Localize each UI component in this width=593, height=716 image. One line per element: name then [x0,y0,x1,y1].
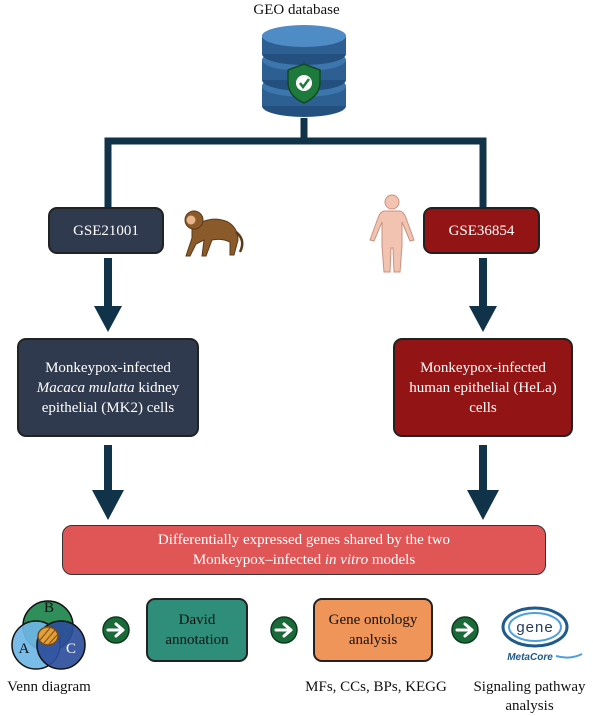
down-arrow [467,445,499,520]
gene-ontology-line1: Gene ontology [328,612,418,628]
down-arrow [92,445,124,520]
macaque-model-line2-rest: kidney [134,379,180,396]
venn-diagram-icon [11,600,86,670]
human-model-box: Monkeypox-infected human epithelial (HeL… [393,338,573,437]
down-arrow [94,258,122,332]
signaling-pathway-caption: Signaling pathway analysis [466,678,593,716]
dataset-gse21001-label: GSE21001 [73,222,139,239]
david-annotation-box: David annotation [146,598,248,662]
step-arrow-icon [451,616,479,644]
down-arrow [469,258,497,332]
macaque-model-line3: epithelial (MK2) cells [41,399,175,416]
shared-degs-line1: Differentially expressed genes shared by… [157,532,451,548]
dataset-gse36854-label: GSE36854 [448,222,515,239]
shared-degs-box: Differentially expressed genes shared by… [62,525,546,575]
shared-degs-line2-end: models [368,552,416,568]
shared-degs-line2: Monkeypox–infected in vitro models [158,550,450,570]
signaling-pathway-line1: Signaling pathway [473,679,586,695]
step-arrow-icon [270,616,298,644]
human-body-icon [369,194,415,273]
venn-label-b: B [43,600,54,616]
macaque-model-box: Monkeypox-infected Macaca mulatta kidney… [17,338,199,437]
shared-degs-in-vitro: in vitro [324,552,369,568]
metacore-logo-text: gene [516,619,553,636]
venn-label-c: C [65,641,76,657]
human-model-line1: Monkeypox-infected [420,359,546,376]
venn-diagram-caption: Venn diagram [7,679,91,695]
dataset-gse36854-box: GSE36854 [423,207,540,254]
shared-degs-line2-start: Monkeypox–infected [192,552,325,568]
macaque-model-line2: Macaca mulatta kidney [37,378,179,398]
branch-connector [104,118,487,210]
human-model-line2: human epithelial (HeLa) [409,379,557,396]
monkey-icon [184,210,244,257]
dataset-gse21001-box: GSE21001 [48,207,164,254]
metacore-logo-icon: gene MetaCore [501,606,583,663]
david-line1: David [178,612,216,628]
signaling-pathway-line2: analysis [505,698,554,714]
metacore-brand: MetaCore [507,652,553,663]
gene-ontology-caption: MFs, CCs, BPs, KEGG [305,679,447,695]
david-line2: annotation [165,632,229,648]
human-model-line3: cells [469,399,497,416]
macaque-model-line1: Monkeypox-infected [45,359,171,376]
gene-ontology-line2: analysis [348,632,398,648]
geo-database-label: GEO database [253,2,340,18]
macaque-species-name: Macaca mulatta [36,379,135,396]
gene-ontology-box: Gene ontology analysis [313,598,433,662]
venn-label-a: A [18,641,30,657]
step-arrow-icon [102,616,130,644]
database-shield-icon [262,25,346,117]
